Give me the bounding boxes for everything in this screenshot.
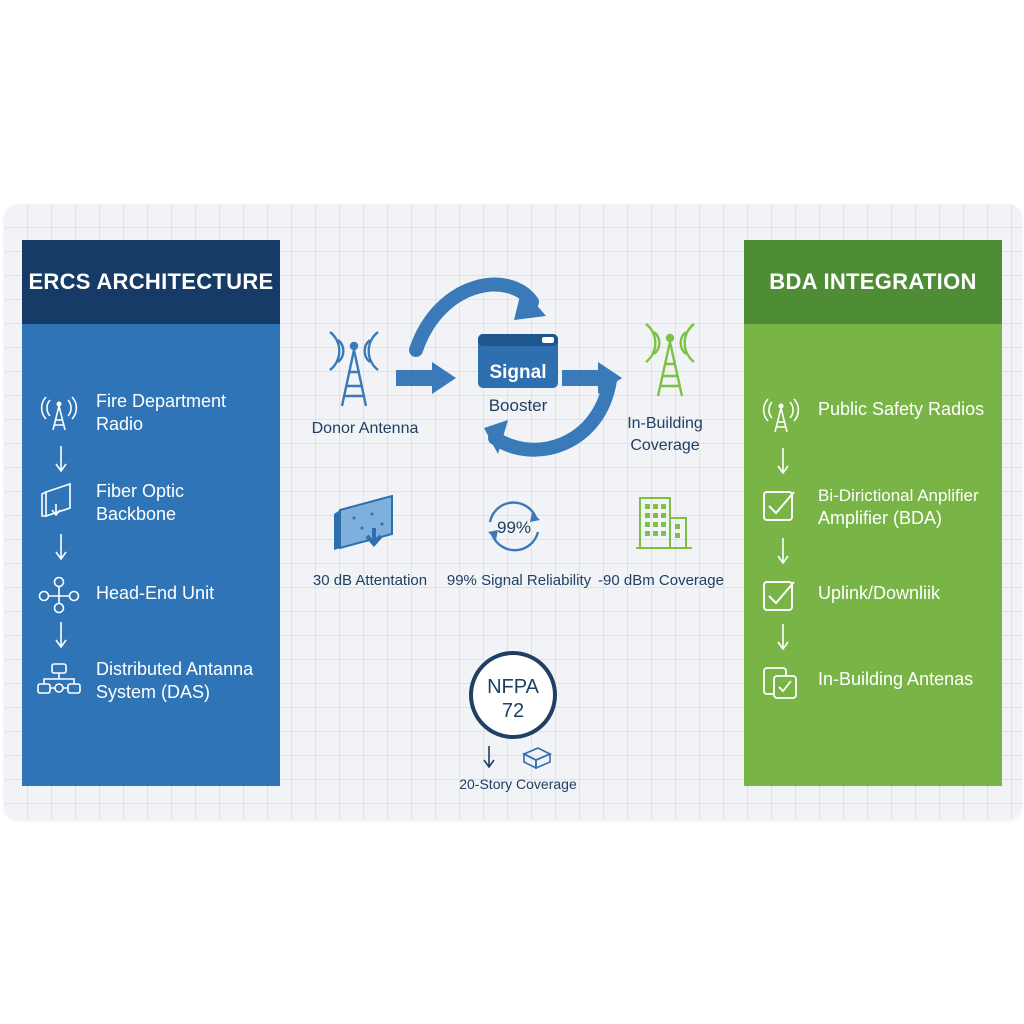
down-arrow-icon <box>55 622 67 649</box>
down-arrow-icon <box>777 448 789 475</box>
reliability-badge: 99% <box>496 518 532 537</box>
nfpa-label-line2: 72 <box>501 700 525 722</box>
signal-booster-box <box>478 334 558 388</box>
donor-tower-icon <box>329 331 379 407</box>
list-item-uplink-downlink: Uplink/Downliik <box>744 576 1002 632</box>
item-label-line1: Fiber Optic <box>96 481 185 501</box>
coverage-label-line2: Coverage <box>630 437 700 454</box>
curved-arrow-top-head <box>514 288 546 320</box>
down-arrow-icon <box>55 534 67 561</box>
attenuation-box-icon <box>334 494 393 550</box>
nfpa-label-line1: NFPA <box>487 676 539 698</box>
item-label-line1: Uplink/Downliik <box>818 583 941 603</box>
item-label-line1: Public Safety Radios <box>818 399 985 419</box>
story-coverage-label: 20-Story Coverage <box>459 776 577 792</box>
head-end-unit-icon <box>38 576 80 614</box>
arrow-right-icon <box>562 362 622 394</box>
radio-tower-icon <box>40 396 78 431</box>
fiber-backbone-icon <box>41 482 71 518</box>
down-arrow-icon <box>777 624 789 651</box>
antenna-check-icon <box>763 667 797 699</box>
item-label-line1: Head-End Unit <box>96 583 215 603</box>
booster-label-line1: Signal <box>489 362 547 383</box>
booster-label-line2: Booster <box>488 396 548 415</box>
item-label-line1: In-Building Antenas <box>818 669 974 689</box>
bda-panel-title: BDA INTEGRATION <box>744 240 1002 324</box>
bda-integration-panel: BDA INTEGRATION Public Safety Radios Bi-… <box>744 240 1002 786</box>
item-label-line1: Bi-Dirictional Anplifier <box>818 486 979 505</box>
curved-arrow-bottom-head <box>484 420 508 454</box>
list-item-in-building-antennas: In-Building Antenas <box>744 662 1002 718</box>
list-item-fiber-optic-backbone: Fiber Optic Backbone <box>22 480 280 536</box>
item-label-line1: Fire Department <box>96 391 227 411</box>
coverage-tower-icon <box>645 323 695 397</box>
curved-arrow-bottom <box>488 373 617 457</box>
radio-tower-icon <box>762 398 800 433</box>
das-network-icon <box>37 663 81 694</box>
checkbox-icon <box>763 581 795 611</box>
stat-reliability-label: 99% Signal Reliability <box>446 572 592 589</box>
checkbox-icon <box>763 491 795 521</box>
nfpa-badge-circle <box>469 651 557 739</box>
item-label-line1: Distributed Antanna <box>96 659 254 679</box>
list-item-fire-department-radio: Fire Department Radio <box>22 390 280 446</box>
stat-attenuation-label: 30 dB Attentation <box>312 572 428 589</box>
item-label-line2: Radio <box>96 414 144 434</box>
coverage-label-line1: In-Building <box>627 415 703 432</box>
ercs-architecture-panel: ERCS ARCHITECTURE Fire Department Radio … <box>22 240 280 786</box>
down-arrow-icon <box>777 538 789 565</box>
arrow-right-icon <box>396 362 456 394</box>
item-label-line2: System (DAS) <box>96 682 211 702</box>
donor-antenna-label: Donor Antenna <box>311 420 419 437</box>
down-arrow-icon <box>55 446 67 473</box>
list-item-distributed-antenna-system: Distributed Antanna System (DAS) <box>22 658 280 714</box>
item-label-line2: Amplifier (BDA) <box>818 508 943 528</box>
building-icon <box>636 497 692 549</box>
list-item-public-safety-radios: Public Safety Radios <box>744 394 1002 450</box>
list-item-head-end-unit: Head-End Unit <box>22 570 280 626</box>
cube-icon <box>522 747 552 770</box>
ercs-panel-title: ERCS ARCHITECTURE <box>22 240 280 324</box>
down-arrow-icon <box>483 746 495 769</box>
list-item-bi-directional-amplifier: Bi-Dirictional Anplifier Amplifier (BDA) <box>744 484 1002 540</box>
signal-flow-diagram <box>329 277 695 457</box>
reliability-cycle-icon <box>488 501 540 552</box>
stat-coverage-label: -90 dBm Coverage <box>598 572 724 589</box>
item-label-line2: Backbone <box>96 504 177 524</box>
